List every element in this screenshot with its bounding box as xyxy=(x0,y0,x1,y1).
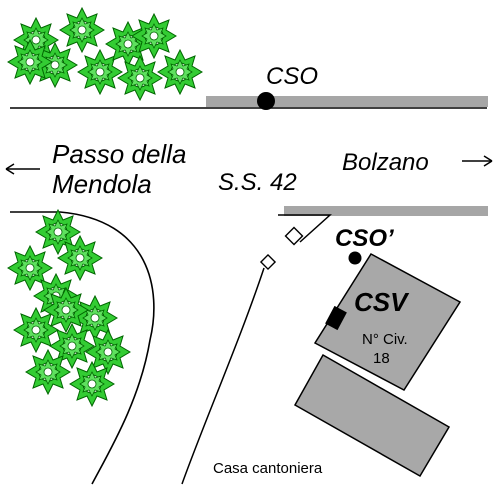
secondary-building xyxy=(293,353,451,478)
cso-point xyxy=(257,92,275,110)
entrance-marker xyxy=(325,305,347,331)
access-path-line xyxy=(181,267,265,485)
passo-label-line2: Mendola xyxy=(52,169,152,199)
civic-number-label-line1: N° Civ. xyxy=(362,331,408,348)
cso-prime-label: CSO’ xyxy=(335,225,394,252)
arrow-right-icon xyxy=(462,155,493,167)
tree-icon xyxy=(59,7,105,53)
road-edge-bottom-left xyxy=(10,211,155,485)
csv-label: CSV xyxy=(354,287,410,317)
driveway-edge xyxy=(278,214,332,243)
tree-icon xyxy=(157,49,203,95)
bottom-tree-cluster xyxy=(7,209,131,407)
top-tree-cluster xyxy=(7,7,203,101)
passo-label-line1: Passo della xyxy=(52,139,186,169)
tree-icon xyxy=(117,55,163,101)
road-name-label: S.S. 42 xyxy=(218,169,297,196)
arrow-left-icon xyxy=(5,163,40,175)
cso-prime-point xyxy=(348,251,362,265)
bolzano-label: Bolzano xyxy=(342,149,429,176)
road-bar-bottom xyxy=(284,206,488,216)
casa-cantoniera-label: Casa cantoniera xyxy=(213,460,323,477)
road-bar-top xyxy=(206,96,488,107)
post-marker-upper xyxy=(284,226,304,246)
post-marker-lower xyxy=(259,253,277,271)
civic-number-label-line2: 18 xyxy=(373,350,390,367)
cso-label: CSO xyxy=(266,63,318,90)
